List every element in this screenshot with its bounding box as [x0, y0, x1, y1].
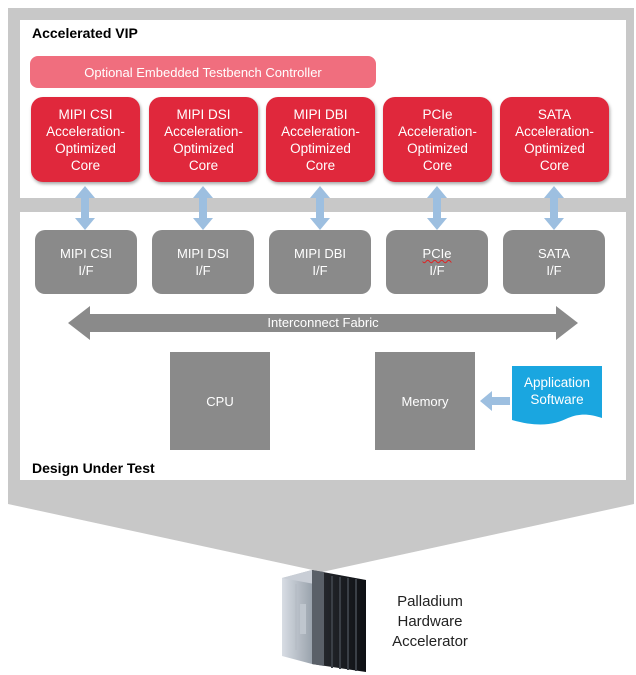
- iface-line: I/F: [429, 263, 445, 278]
- cpu-block: CPU: [170, 352, 270, 450]
- iface-mipi-csi: MIPI CSI I/F: [35, 230, 137, 294]
- iface-line: PCIe: [422, 246, 452, 261]
- core-line: Optimized: [55, 140, 116, 156]
- core-line: Optimized: [524, 140, 585, 156]
- accelerated-vip-title: Accelerated VIP: [32, 25, 138, 41]
- iface-line: SATA: [537, 246, 571, 261]
- testbench-controller: Optional Embedded Testbench Controller: [30, 56, 376, 88]
- hw-label-line: Palladium: [397, 593, 463, 610]
- software-line: Software: [530, 392, 584, 407]
- iface-line: I/F: [195, 263, 211, 278]
- core-line: Core: [539, 157, 570, 173]
- iface-line: I/F: [312, 263, 328, 278]
- iface-line: I/F: [78, 263, 94, 278]
- core-mipi-dsi: MIPI DSI Acceleration- Optimized Core: [149, 97, 258, 182]
- software-line: Application: [523, 375, 591, 390]
- core-pcie: PCIe Acceleration- Optimized Core: [383, 97, 492, 182]
- core-line: Optimized: [290, 140, 351, 156]
- iface-line: MIPI CSI: [59, 246, 112, 261]
- core-line: Acceleration-: [281, 123, 360, 139]
- hw-label-line: Accelerator: [392, 633, 468, 650]
- core-line: Core: [305, 157, 336, 173]
- iface-mipi-dbi: MIPI DBI I/F: [269, 230, 371, 294]
- iface-line: MIPI DBI: [293, 246, 346, 261]
- iface-line: MIPI DSI: [176, 246, 229, 261]
- core-line: Acceleration-: [164, 123, 243, 139]
- iface-line: I/F: [546, 263, 562, 278]
- core-line: Core: [188, 157, 219, 173]
- hw-label-line: Hardware: [397, 613, 463, 630]
- arrow-dsi: [193, 186, 213, 230]
- application-software-label: Application Software: [512, 374, 602, 408]
- core-mipi-dbi: MIPI DBI Acceleration- Optimized Core: [266, 97, 375, 182]
- core-line: MIPI CSI: [58, 106, 113, 122]
- core-line: PCIe: [422, 106, 453, 122]
- arrow-sata: [544, 186, 564, 230]
- interconnect-fabric-label: Interconnect Fabric: [267, 315, 379, 330]
- iface-mipi-dsi: MIPI DSI I/F: [152, 230, 254, 294]
- palladium-label: Palladium Hardware Accelerator: [380, 592, 480, 652]
- arrow-pcie: [427, 186, 447, 230]
- core-line: Acceleration-: [398, 123, 477, 139]
- core-line: Core: [70, 157, 101, 173]
- arrow-csi: [75, 186, 95, 230]
- iface-sata: SATA I/F: [503, 230, 605, 294]
- core-line: SATA: [537, 106, 572, 122]
- core-sata: SATA Acceleration- Optimized Core: [500, 97, 609, 182]
- core-line: Optimized: [407, 140, 468, 156]
- core-line: Acceleration-: [46, 123, 125, 139]
- core-mipi-csi: MIPI CSI Acceleration- Optimized Core: [31, 97, 140, 182]
- core-line: Acceleration-: [515, 123, 594, 139]
- memory-block: Memory: [375, 352, 475, 450]
- design-under-test-title: Design Under Test: [32, 460, 155, 476]
- core-line: Core: [422, 157, 453, 173]
- core-line: MIPI DBI: [293, 106, 348, 122]
- core-line: Optimized: [173, 140, 234, 156]
- iface-pcie: PCIe I/F: [386, 230, 488, 294]
- arrow-dbi: [310, 186, 330, 230]
- core-line: MIPI DSI: [176, 106, 231, 122]
